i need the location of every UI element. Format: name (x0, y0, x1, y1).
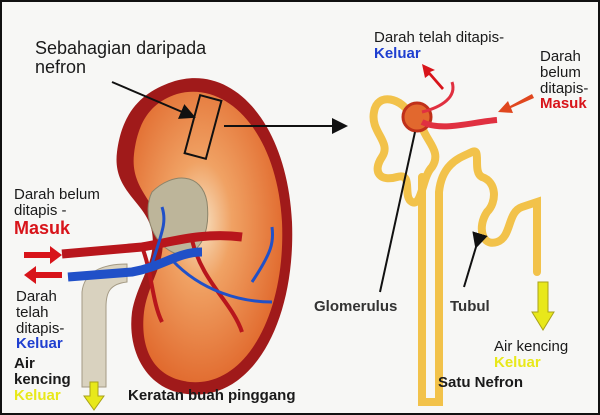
label-right-in: Darah belum ditapis- Masuk (540, 49, 588, 112)
label-line: Darah (16, 288, 57, 305)
status-urine: Keluar (14, 386, 61, 404)
label-line: ditapis - (14, 201, 67, 219)
label-line: Sebahagian daripada (35, 38, 207, 58)
label-line: Darah (540, 48, 581, 65)
nephron-out-arrow (422, 64, 444, 90)
nephron-section-box (183, 93, 223, 161)
label-line: ditapis- (540, 79, 589, 97)
renal-vein (67, 247, 203, 282)
status-out: Keluar (374, 44, 421, 62)
label-line: Air kencing (494, 338, 569, 355)
label-line: Darah belum (14, 186, 100, 203)
label-line: kencing (14, 370, 71, 388)
efferent-arteriole (421, 81, 455, 114)
nephron (369, 95, 541, 406)
label-line: Darah telah ditapis- (374, 29, 505, 46)
label-line: ditapis- (16, 319, 65, 337)
label-left-in: Darah belum ditapis - Masuk (14, 187, 100, 237)
label-line: nefron (35, 56, 87, 77)
ureter (81, 263, 128, 388)
urine-arrow-left (83, 381, 105, 411)
caption-nephron: Satu Nefron (438, 374, 524, 391)
status-in: Masuk (14, 217, 71, 238)
blood-in-arrow (24, 246, 62, 264)
urine-arrow-right (531, 281, 555, 331)
nephron-in-arrow (498, 94, 534, 113)
afferent-arteriole (420, 117, 498, 130)
caption-kidney-section: Keratan buah pinggang (128, 387, 296, 404)
status-in: Masuk (540, 95, 587, 113)
status-urine: Keluar (494, 353, 541, 371)
label-glomerulus: Glomerulus (314, 298, 398, 315)
label-line: Air (14, 355, 35, 372)
label-right-urine: Air kencing Keluar (494, 339, 568, 371)
renal-artery (61, 231, 243, 259)
label-line: belum (540, 63, 581, 81)
blood-out-arrow (24, 266, 62, 284)
label-left-out: Darah telah ditapis- Keluar (16, 289, 64, 352)
label-top-right-out: Darah telah ditapis- Keluar (374, 30, 504, 62)
status-out: Keluar (16, 335, 63, 353)
label-part-of-nephron: Sebahagian daripada nefron (35, 39, 206, 77)
label-line: telah (16, 303, 49, 321)
label-tubule: Tubul (450, 298, 490, 315)
label-left-urine: Air kencing Keluar (14, 356, 71, 403)
